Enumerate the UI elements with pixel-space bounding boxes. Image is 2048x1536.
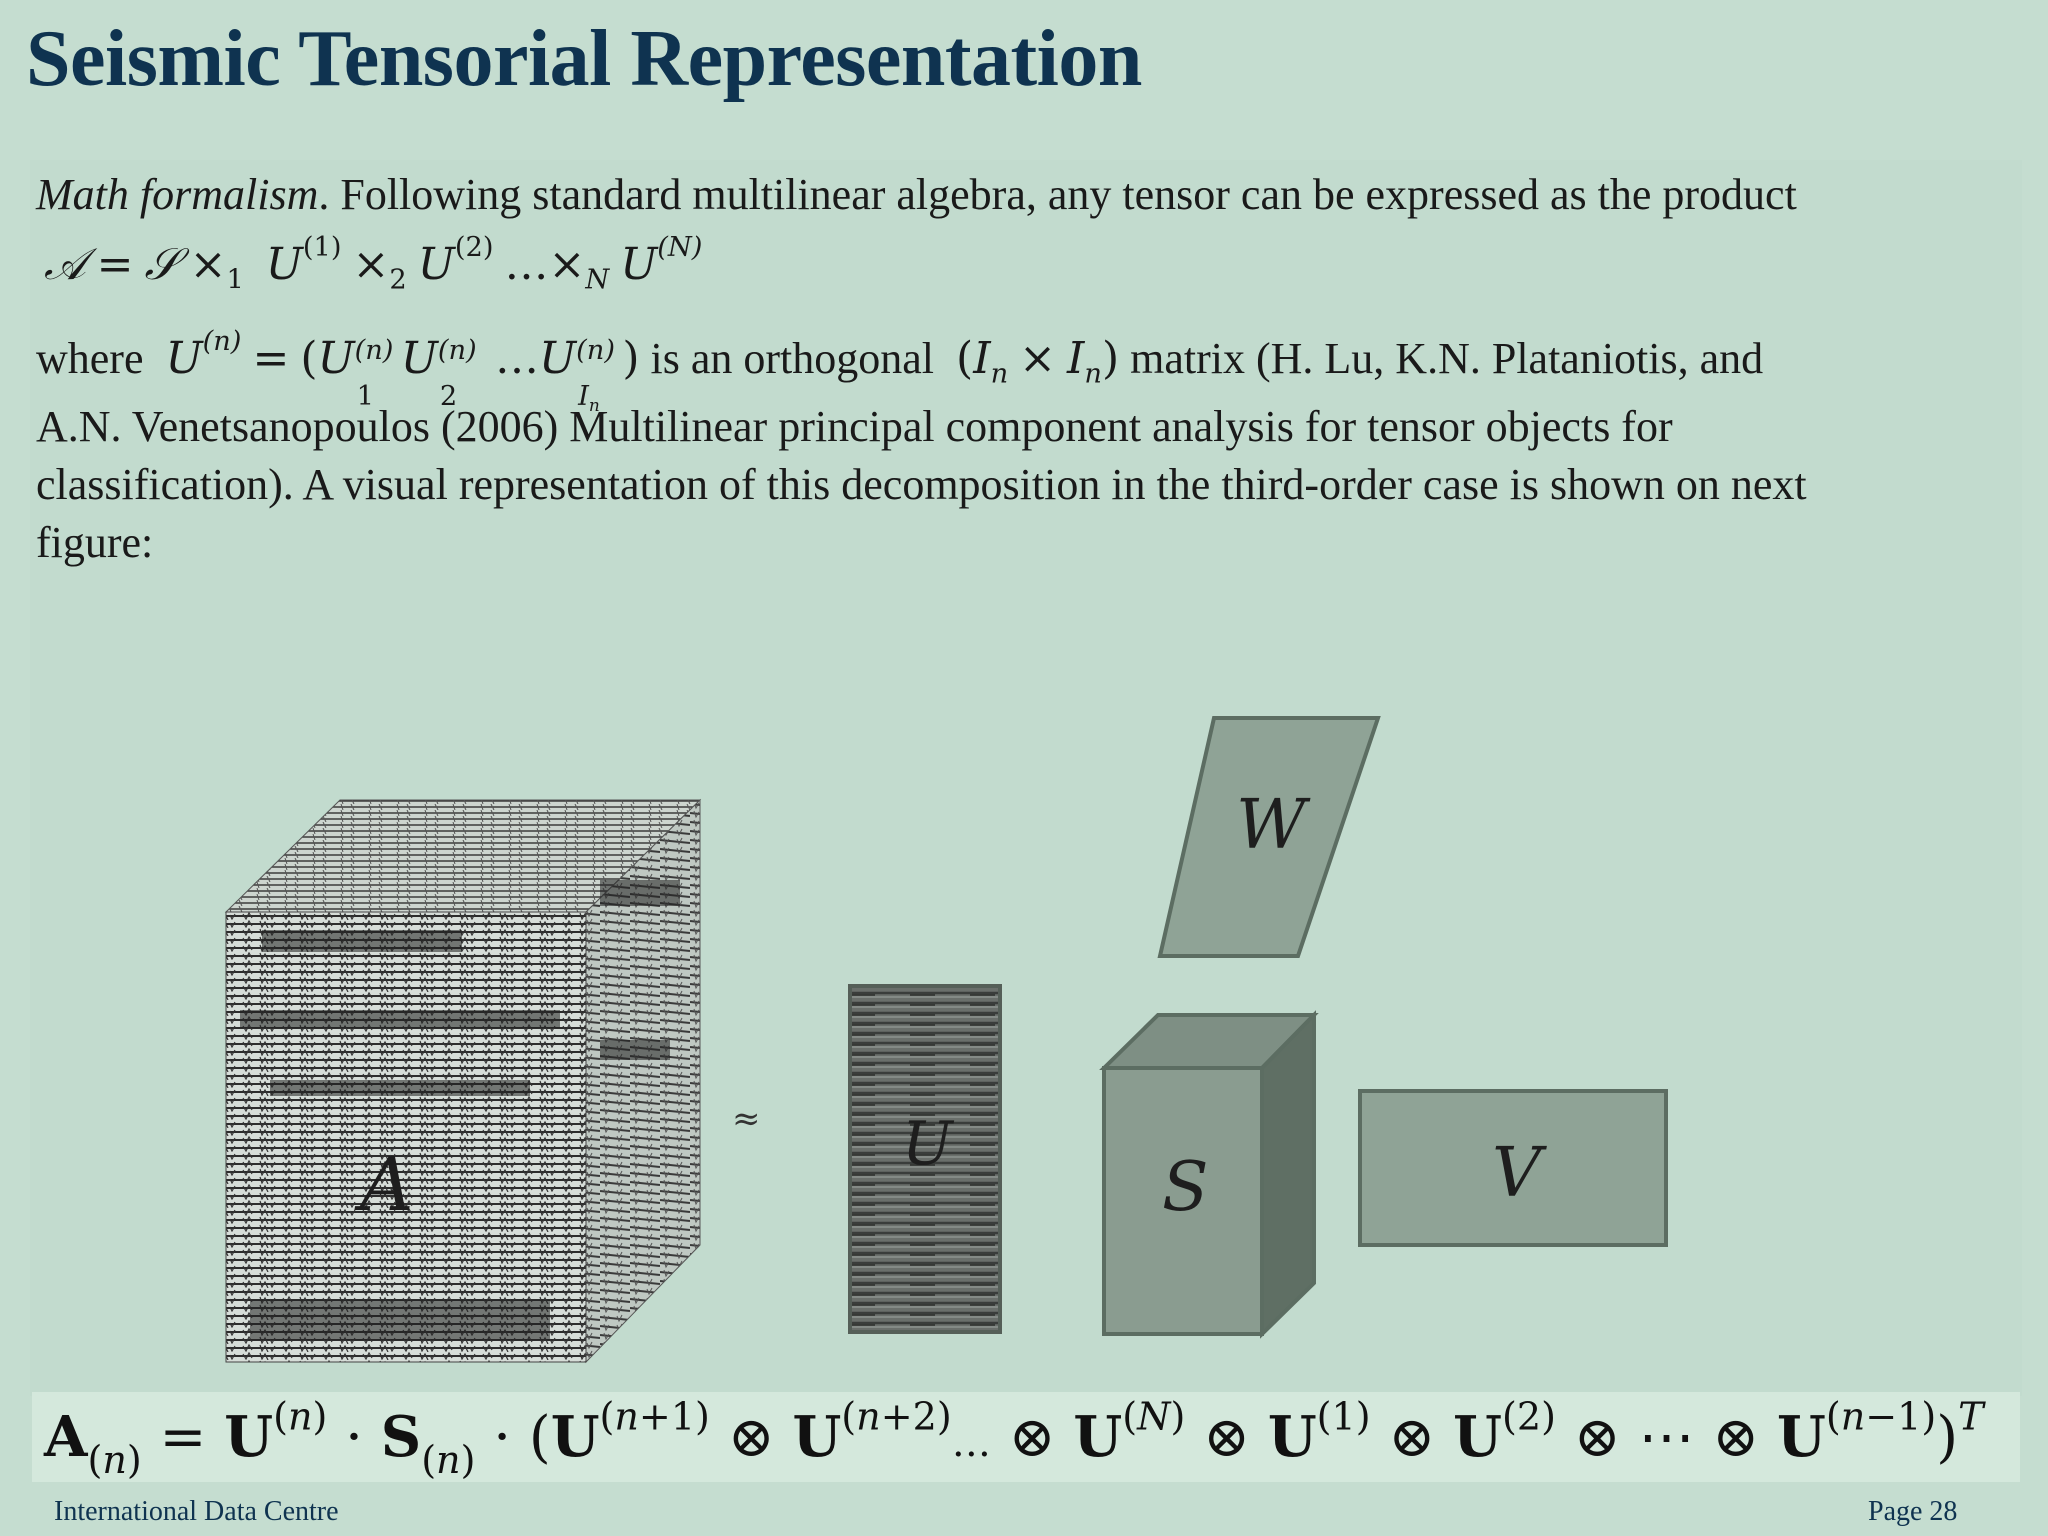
matrix-dimensions: (In × In) xyxy=(956,333,1120,390)
v-matrix xyxy=(1358,1089,1668,1247)
v-label: V xyxy=(1492,1134,1547,1213)
page-title: Seismic Tensorial Representation xyxy=(26,15,1142,103)
paragraph-line-6: figure: xyxy=(36,518,154,567)
s-label: S xyxy=(1162,1148,1209,1227)
unfolding-formula: A(n) = U(n) · S(n) · (U(n+1) ⊗ U(n+2)… ⊗… xyxy=(44,1394,1984,1483)
core-tensor-s xyxy=(1099,1010,1319,1339)
paragraph-line-5: classification). A visual representation… xyxy=(36,460,1807,509)
approx-symbol: ≈ xyxy=(732,1099,761,1139)
u-label: U xyxy=(902,1109,955,1179)
paragraph-line-3: where U(n) = (U(n)1 U(n)2 …U(n)In ) is a… xyxy=(36,325,1764,415)
unfolding-formula-band xyxy=(32,1392,2020,1482)
w-matrix xyxy=(1157,716,1381,958)
paragraph-where: where xyxy=(36,334,144,383)
seismic-cube xyxy=(224,798,702,1364)
math-formalism-lead: Math formalism xyxy=(36,170,319,219)
paragraph-line-4: A.N. Venetsanopoulos (2006) Multilinear … xyxy=(36,402,1673,451)
u-matrix xyxy=(848,984,1002,1334)
paragraph-line-1-text: . Following standard multilinear algebra… xyxy=(318,170,1797,219)
w-label: W xyxy=(1236,786,1311,865)
tensor-a-label: A xyxy=(354,1142,413,1228)
paragraph-citation-start: matrix (H. Lu, K.N. Plataniotis, and xyxy=(1130,334,1764,383)
footer-page-number: Page 28 xyxy=(1868,1496,1958,1527)
decomposition-formula: 𝒜 = 𝒮 ×1 U(1) ×2 U(2) …×N U(N) xyxy=(44,231,703,296)
footer-organization: International Data Centre xyxy=(54,1496,339,1527)
paragraph-line-1: Math formalism. Following standard multi… xyxy=(36,166,1797,224)
u-n-definition: U(n) = (U(n)1 U(n)2 …U(n)In ) xyxy=(165,325,640,415)
paragraph-orthogonal: is an orthogonal xyxy=(650,334,935,383)
